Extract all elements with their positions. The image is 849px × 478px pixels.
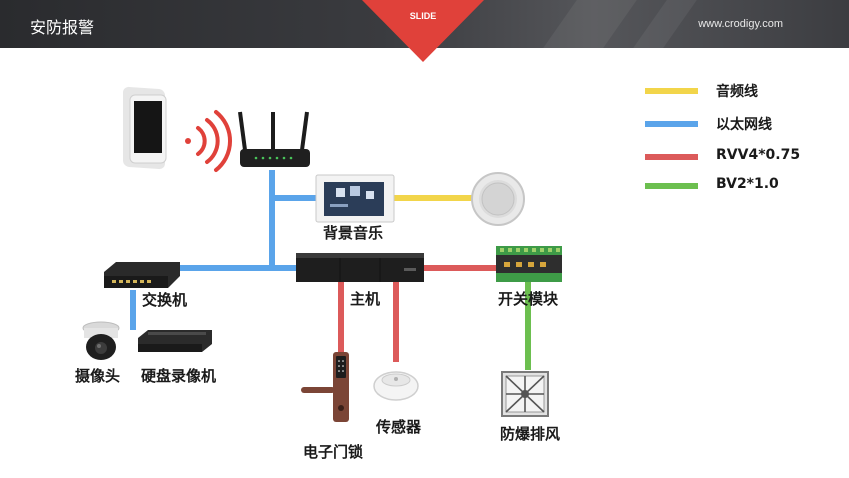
legend-label-rvv: RVV4*0.75	[716, 147, 801, 163]
label-camera: 摄像头	[75, 367, 121, 385]
ceiling-speaker-icon	[471, 172, 525, 226]
label-door-lock: 电子门锁	[303, 443, 364, 461]
website-url: www.crodigy.com	[698, 18, 783, 30]
dome-camera-icon	[82, 321, 120, 360]
label-nvr: 硬盘录像机	[141, 367, 217, 385]
page-title: 安防报警	[30, 18, 95, 37]
host-controller-icon	[296, 253, 424, 282]
label-switch: 交换机	[142, 291, 188, 309]
phone-icon	[123, 86, 167, 170]
legend-label-audio: 音频线	[716, 84, 758, 100]
label-sensor: 传感器	[376, 418, 422, 436]
label-switch-module: 开关模块	[498, 290, 559, 308]
legend-label-ethernet: 以太网线	[716, 117, 772, 133]
network-switch-icon	[104, 262, 180, 288]
nvr-icon	[138, 330, 212, 352]
relay-module-icon	[496, 246, 562, 282]
router-icon	[238, 111, 310, 167]
music-panel-icon	[315, 174, 395, 223]
slide-label: SLIDE	[409, 11, 437, 21]
label-background-music: 背景音乐	[323, 224, 384, 242]
smart-lock-icon	[301, 352, 349, 422]
wifi-signal-icon	[185, 110, 233, 172]
slide-tab	[362, 0, 484, 62]
exhaust-fan-icon	[501, 371, 549, 417]
legend-label-bv: BV2*1.0	[716, 176, 779, 192]
label-host: 主机	[350, 290, 381, 308]
label-exhaust-fan: 防爆排风	[500, 425, 561, 443]
smoke-sensor-icon	[373, 371, 419, 401]
legend-swatches	[645, 88, 698, 189]
